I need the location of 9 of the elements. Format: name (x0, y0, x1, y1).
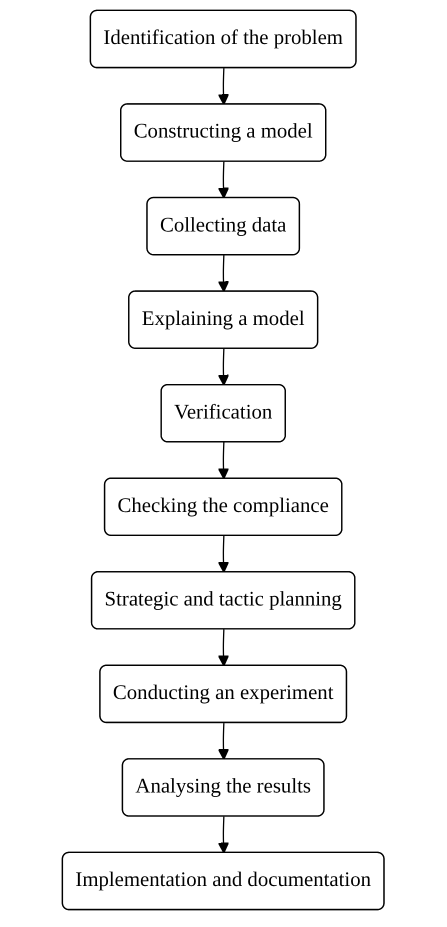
arrow (218, 816, 230, 854)
arrow (218, 536, 230, 573)
arrow (218, 162, 230, 199)
arrow (218, 68, 230, 106)
arrow (218, 723, 230, 760)
arrow (218, 348, 230, 386)
arrow (218, 630, 230, 666)
arrow (218, 442, 230, 480)
arrow (218, 255, 230, 292)
